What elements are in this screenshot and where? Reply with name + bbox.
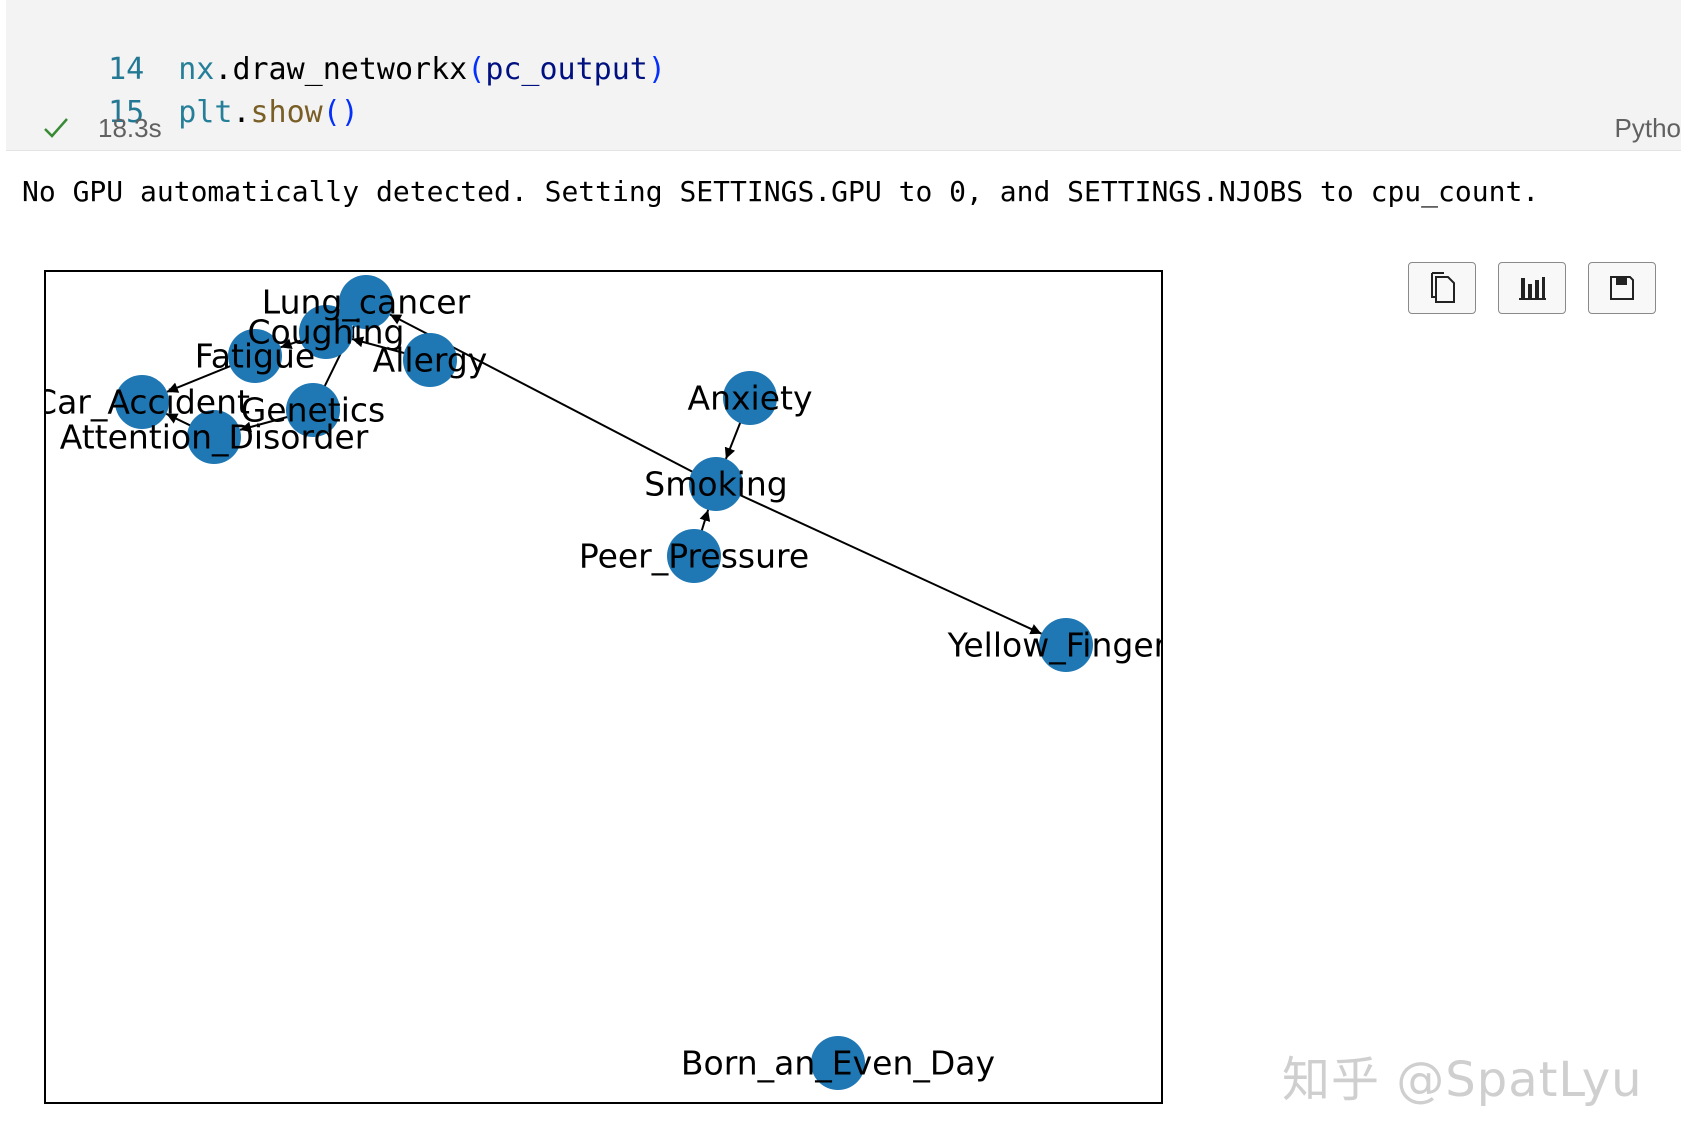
execution-time: 18.3s xyxy=(98,113,162,143)
graph-node xyxy=(403,333,457,387)
bar-chart-icon xyxy=(1519,277,1546,300)
graph-node-label: Coughing xyxy=(247,313,404,352)
save-icon xyxy=(1610,276,1634,300)
graph-node-label: Smoking xyxy=(644,465,787,504)
graph-node-label: Genetics xyxy=(241,391,386,430)
code-token: ( xyxy=(467,52,486,87)
line-number: 14 xyxy=(108,52,145,87)
code-token: () xyxy=(322,95,359,130)
graph-node-label: Lung_cancer xyxy=(262,283,471,322)
save-output-button[interactable] xyxy=(1588,262,1656,314)
graph-node-label: Attention_Disorder xyxy=(60,418,369,457)
code-token: pc_output xyxy=(485,52,648,87)
graph-node-label: Anxiety xyxy=(688,379,813,418)
code-token: ) xyxy=(647,52,666,87)
graph-node xyxy=(187,410,241,464)
open-in-plot-viewer-button[interactable] xyxy=(1498,262,1566,314)
graph-node xyxy=(689,457,743,511)
graph-node xyxy=(228,329,282,383)
graph-node xyxy=(286,383,340,437)
graph-node-label: Fatigue xyxy=(195,337,315,376)
axes-frame xyxy=(44,270,1163,1104)
graph-node xyxy=(667,529,721,583)
graph-node xyxy=(811,1036,865,1090)
code-token: . xyxy=(214,52,233,87)
cell-status-bar: 18.3s Pytho xyxy=(6,108,1681,148)
code-token: draw_networkx xyxy=(232,52,468,87)
code-token: . xyxy=(232,95,251,130)
line-number: 15 xyxy=(108,95,145,130)
graph-node xyxy=(299,305,353,359)
graph-node xyxy=(339,275,393,329)
stdout-output: No GPU automatically detected. Setting S… xyxy=(22,175,1540,208)
check-icon xyxy=(44,118,68,138)
watermark: 知乎 @SpatLyu xyxy=(1282,1052,1643,1108)
code-line[interactable]: 14 nx.draw_networkx(pc_output) xyxy=(6,10,666,87)
graph-edge xyxy=(715,483,1042,635)
graph-node-label: Yellow_Fingers xyxy=(947,626,1185,665)
copy-icon xyxy=(1431,272,1455,303)
graph-node-label: Allergy xyxy=(373,341,488,380)
graph-node xyxy=(115,375,169,429)
graph-node xyxy=(723,371,777,425)
graph-node xyxy=(1039,618,1093,672)
nodes-layer xyxy=(115,275,1093,1090)
graph-node-label: Car_Accident xyxy=(34,383,250,422)
graph-node-label: Peer_Pressure xyxy=(579,537,809,576)
code-token: show xyxy=(250,95,323,130)
code-token: plt xyxy=(178,95,233,130)
code-token: nx xyxy=(178,52,215,87)
kernel-label[interactable]: Pytho xyxy=(1614,113,1681,143)
copy-output-button[interactable] xyxy=(1408,262,1476,314)
graph-node-label: Born_an_Even_Day xyxy=(681,1044,995,1083)
